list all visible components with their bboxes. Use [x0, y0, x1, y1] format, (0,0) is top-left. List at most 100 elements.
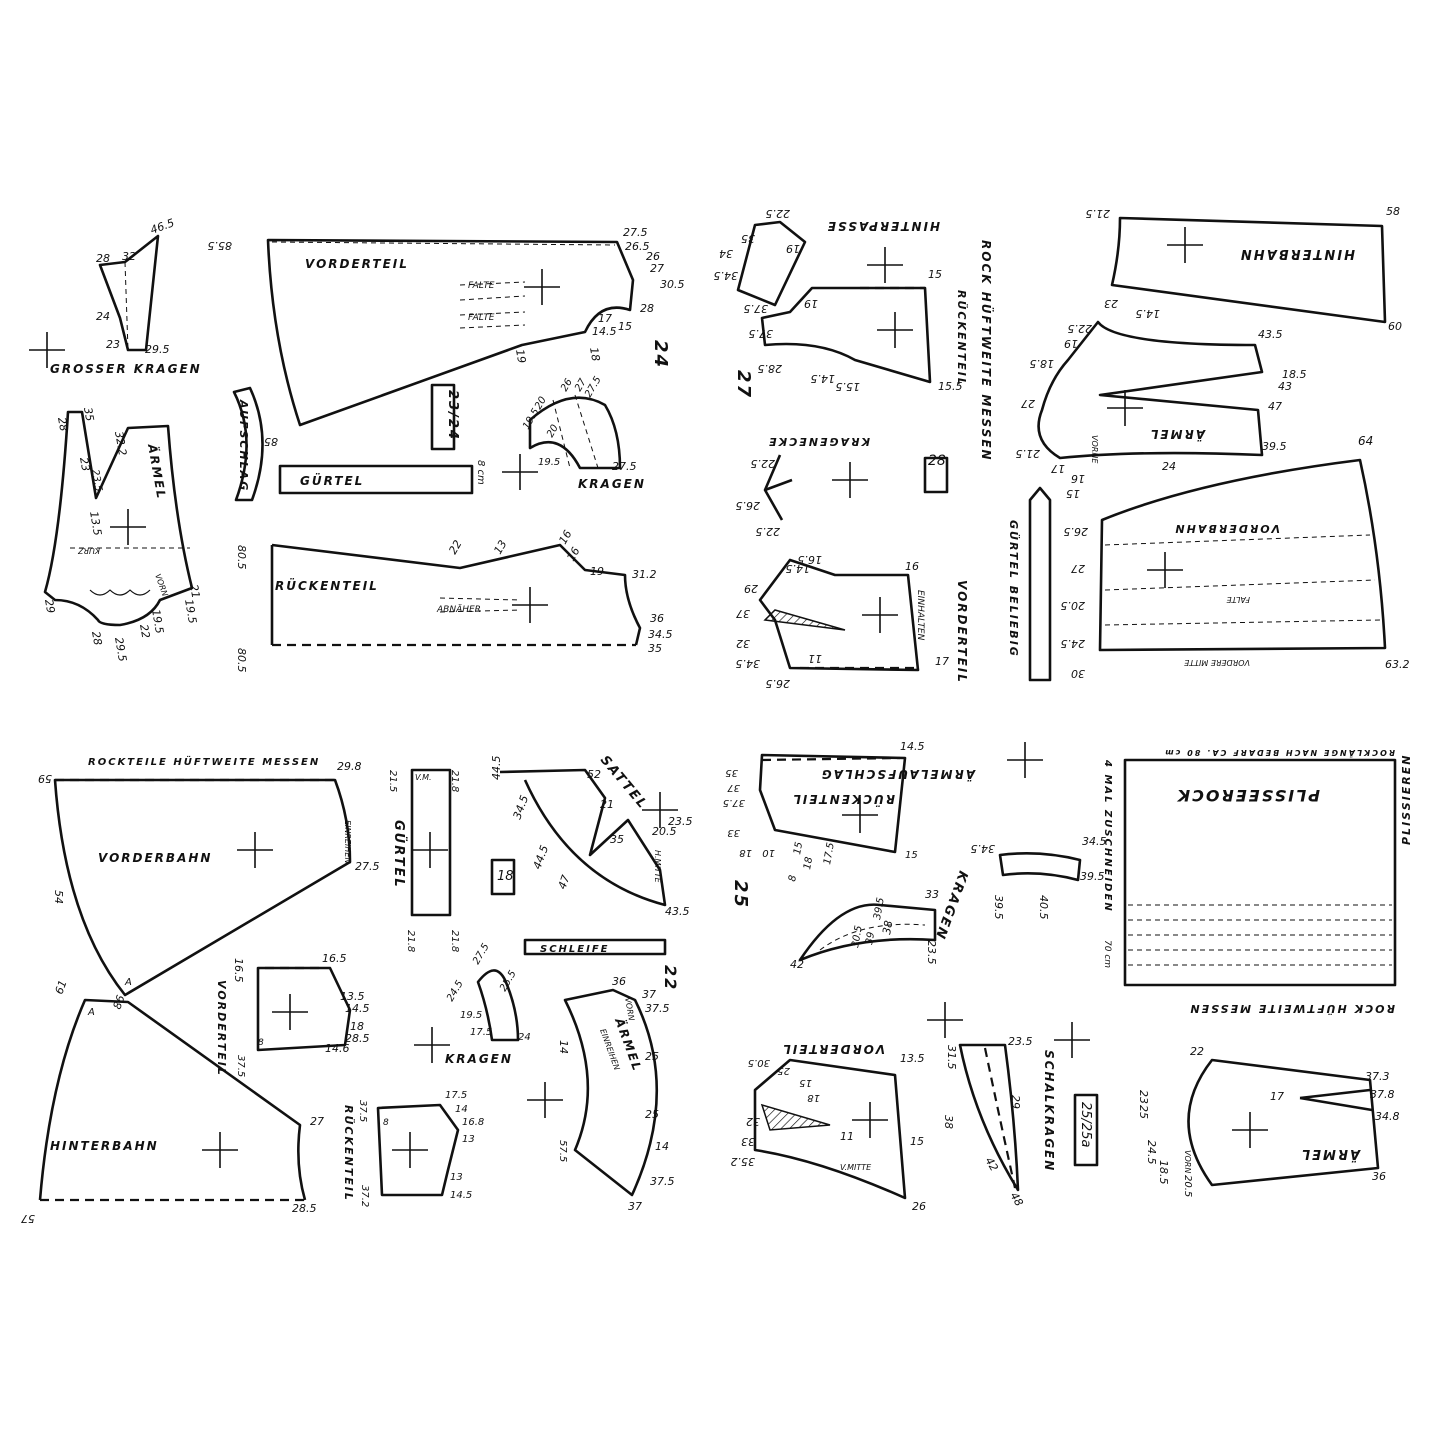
- measurement-hinterbahn-2: 27: [310, 1115, 324, 1128]
- measurement-vorderteil-4: 25: [777, 1065, 790, 1076]
- measurement-aermel-4: 18.5: [1157, 1160, 1170, 1185]
- measurement-aermel-4: 24.5: [1145, 1140, 1158, 1165]
- measurement-kragen-2: 19.5: [460, 1010, 482, 1021]
- measurement-aermel-1: 28: [55, 416, 70, 432]
- measurement-vorderteil-2: 16.5: [798, 553, 823, 566]
- label-guertel-2: GÜRTEL: [391, 820, 407, 889]
- measurement-vorderteil-1: 27: [650, 262, 664, 275]
- measurement-guertel-2: V.M.: [415, 773, 432, 782]
- grain-cross-icon: [272, 994, 308, 1030]
- measurement-aermel-2: 18.5: [1282, 368, 1307, 381]
- measurement-rueckenteil-4: 17.5: [822, 842, 837, 866]
- measurement-vorderbahn-1: 24.5: [1061, 637, 1086, 650]
- measurement-aermelaufschlag: 39.5: [992, 895, 1005, 920]
- measurement-rueckenteil-4: 10: [762, 847, 775, 858]
- measurement-guertel-2: 21.8: [449, 770, 460, 792]
- measurement-vorderteil-1: 85: [264, 435, 278, 448]
- measurement-rueckenteil-4: 33: [727, 827, 740, 838]
- measurement-aermel-1: 23: [77, 456, 92, 472]
- measurement-hinterbahn-2: 28.5: [292, 1202, 317, 1215]
- piece-kragen-1: [528, 394, 622, 470]
- measurement-rueckenteil-3: 13: [450, 1172, 463, 1183]
- measurement-hinterbahn-2: 57: [21, 1212, 35, 1225]
- measurement-vorderteil-4: 11: [840, 1130, 854, 1143]
- measurement-rueckenteil-2: 28.5: [758, 362, 783, 375]
- measurement-aermel-1: 29: [42, 598, 57, 614]
- measurement-aermel-1: 28: [89, 630, 104, 646]
- measurement-rueckenteil-1: 80.5: [235, 648, 248, 673]
- label-page-number-3: 22: [661, 965, 680, 991]
- measurement-schalkragen: 23.5: [1008, 1035, 1033, 1048]
- label-plisseerock: ROCKLÄNGE NACH BEDARF CA. 80 cm: [1163, 748, 1395, 758]
- measurement-aermel-4: 36: [1372, 1170, 1386, 1183]
- label-plisseerock: PLISSIEREN: [1400, 754, 1413, 845]
- measurement-rueckenteil-4: 35: [725, 767, 738, 778]
- measurement-hinterbahn-2: A: [87, 1007, 95, 1018]
- grain-cross-icon: [1107, 390, 1143, 426]
- measurement-vorderteil-2: 17: [935, 655, 949, 668]
- grain-cross-icon: [1054, 1022, 1090, 1058]
- label-kragen-1: KRAGEN: [578, 477, 646, 491]
- measurement-vorderbahn-1: 64: [1358, 434, 1373, 448]
- measurement-aermel-4: 25: [1137, 1105, 1150, 1119]
- piece-aermel-4: [1187, 1058, 1380, 1187]
- grain-cross-icon: [512, 587, 548, 623]
- measurement-vorderteil-1: FALTE: [468, 281, 495, 291]
- label-rueckenteil-1: RÜCKENTEIL: [275, 578, 379, 593]
- measurement-aermel-1: 19.5: [182, 598, 199, 624]
- measurement-rueckenteil-1: 22: [446, 538, 464, 557]
- piece-aermel-2: [1037, 320, 1264, 460]
- grain-cross-icon: [862, 597, 898, 633]
- piece-guertel-2: [410, 768, 452, 917]
- measurement-rueckenteil-4: 37: [727, 782, 740, 793]
- measurement-schalkragen: 48: [1007, 1190, 1025, 1209]
- piece-rueckenteil-2: [760, 286, 932, 384]
- label-vorderteil-3: VORDERTEIL: [215, 980, 228, 1077]
- measurement-aermel-4: 34.8: [1375, 1110, 1400, 1123]
- measurement-aermel-1: 22: [137, 623, 152, 639]
- measurement-aermel-3: 37.5: [645, 1002, 670, 1015]
- measurement-hinterpasse: 19: [786, 242, 800, 255]
- measurement-aermel-2: 16: [1071, 472, 1085, 485]
- measurement-vorderteil-1: 26: [646, 250, 660, 263]
- measurement-vorderteil-3: 13.5: [340, 990, 365, 1003]
- piece-vorderbahn-1: [1098, 458, 1387, 652]
- measurement-vorderteil-1: FALTE: [468, 313, 495, 323]
- piece-grosser-kragen: [98, 234, 160, 352]
- measurement-rueckenteil-4: 15: [905, 850, 918, 861]
- label-page-number-4: 25: [730, 880, 751, 909]
- measurement-guertel-2: 21.8: [405, 930, 416, 952]
- measurement-hinterpasse: 22.5: [766, 207, 791, 220]
- measurement-vorderteil-2: 26.5: [766, 677, 791, 690]
- measurement-vorderteil-3: 14.5: [345, 1002, 370, 1015]
- measurement-vorderteil-3: 16.5: [322, 952, 347, 965]
- label-aufschlag: AUFSCHLAG: [237, 399, 250, 492]
- measurement-vorderbahn-1: 30: [1071, 667, 1085, 680]
- pattern-number-box-2: [923, 456, 949, 494]
- measurement-plisseerock: 70 cm: [1102, 940, 1112, 968]
- measurement-aermelaufschlag: 39.5: [1080, 870, 1105, 883]
- measurement-hinterbahn-1: 60: [1388, 320, 1402, 333]
- measurement-aermel-2: 43: [1278, 380, 1292, 393]
- measurement-hinterpasse: 34: [719, 247, 733, 260]
- measurement-aermel-1: 19.5: [149, 608, 166, 634]
- measurement-hinterpasse: 35: [741, 232, 755, 245]
- measurement-rueckenteil-3: 14.5: [450, 1190, 472, 1201]
- measurement-rueckenteil-2: 14.5: [811, 372, 836, 385]
- measurement-aermel-2: 27: [1021, 397, 1035, 410]
- measurement-vorderteil-1: 27.5: [623, 226, 648, 239]
- label-schleife: SCHLEIFE: [540, 944, 610, 955]
- measurement-grosser-kragen: 32: [122, 250, 136, 263]
- piece-aufschlag: [232, 386, 264, 502]
- piece-vorderbahn-2: [53, 778, 352, 997]
- measurement-rueckenteil-3: 17.5: [445, 1090, 467, 1101]
- measurement-vorderteil-3: 14.6: [325, 1042, 350, 1055]
- measurement-vorderteil-3: 37.5: [235, 1055, 246, 1077]
- measurement-vorderbahn-1: FALTE: [1226, 595, 1250, 604]
- measurement-vorderteil-2: 16: [905, 560, 919, 573]
- measurement-sattel: 43.5: [665, 905, 690, 918]
- measurement-vorderteil-3: 16.5: [232, 958, 245, 983]
- measurement-aermel-3: 37: [642, 988, 656, 1001]
- grain-cross-icon: [1147, 552, 1183, 588]
